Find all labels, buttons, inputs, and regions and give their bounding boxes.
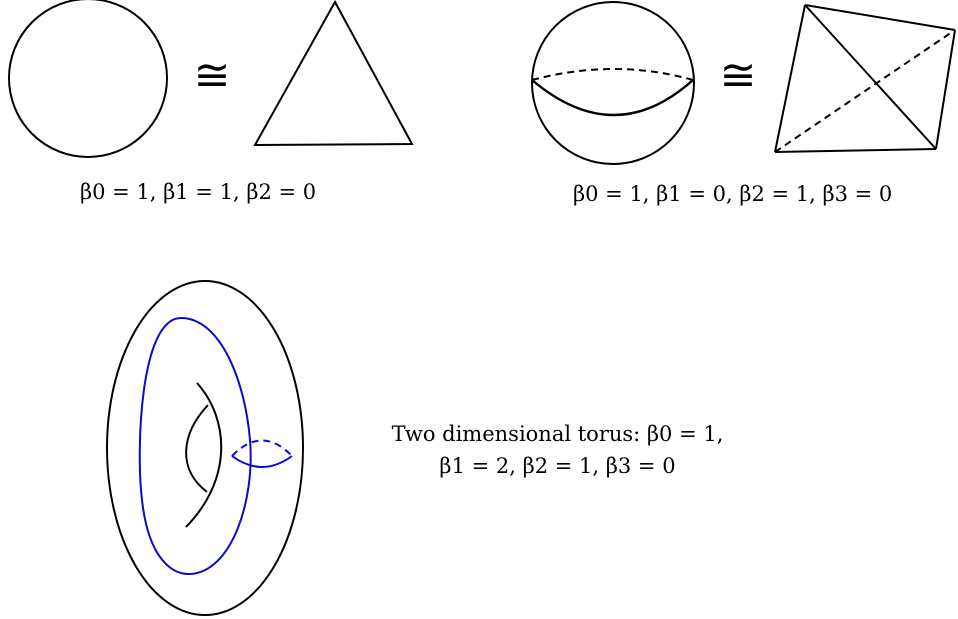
torus-betti-caption: Two dimensional torus: β0 = 1, β1 = 2, β… — [365, 418, 750, 482]
congruence-symbol-1: ≅ — [194, 50, 231, 101]
meridian-cycle-back — [231, 439, 293, 457]
torus-shape — [106, 280, 304, 616]
tetrahedron-shape — [774, 4, 956, 153]
torus-cycles — [138, 316, 293, 576]
sphere-betti-caption: β0 = 1, β1 = 0, β2 = 1, β3 = 0 — [573, 182, 893, 206]
triangle-shape — [253, 0, 414, 147]
sphere-shape — [531, 1, 695, 165]
meridian-cycle-front — [231, 455, 293, 468]
circle-shape — [8, 0, 168, 158]
torus-caption-line-2: β1 = 2, β2 = 1, β3 = 0 — [439, 454, 676, 478]
congruence-symbol-2: ≅ — [720, 50, 757, 101]
torus-caption-line-1: Two dimensional torus: β0 = 1, — [391, 422, 724, 446]
circle-betti-caption: β0 = 1, β1 = 1, β2 = 0 — [80, 180, 317, 204]
longitude-cycle — [138, 316, 252, 576]
